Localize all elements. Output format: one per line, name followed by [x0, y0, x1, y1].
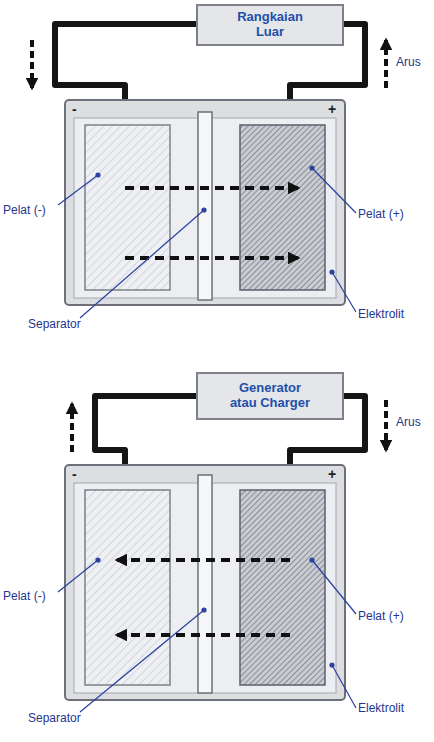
negative-plate: [85, 490, 170, 685]
part-label: Pelat (-): [3, 590, 46, 603]
separator: [198, 112, 212, 300]
part-label: Pelat (+): [358, 208, 404, 221]
terminal-sign: -: [72, 102, 77, 117]
part-label: Pelat (+): [358, 610, 404, 623]
battery-case: [65, 100, 345, 305]
part-label: Pelat (-): [3, 204, 46, 217]
battery-case: [65, 465, 345, 700]
circuit-box: Rangkaian Luar: [196, 4, 344, 46]
separator: [198, 475, 212, 693]
ion-flow-arrow: [125, 188, 298, 258]
part-label: Elektrolit: [358, 308, 404, 321]
part-label: Separator: [28, 712, 81, 725]
negative-plate: [85, 125, 170, 290]
part-label: Elektrolit: [358, 702, 404, 715]
leader-line: [58, 558, 356, 712]
terminal-sign: +: [328, 467, 336, 482]
terminal-sign: +: [328, 102, 336, 117]
ion-flow-arrow: [117, 560, 290, 635]
part-label: Arus: [396, 56, 421, 69]
positive-plate: [240, 490, 325, 685]
box-title: Generator atau Charger: [224, 381, 316, 411]
terminal-sign: -: [72, 467, 77, 482]
positive-plate: [240, 125, 325, 290]
circuit-box: Generator atau Charger: [196, 372, 344, 420]
box-title: Rangkaian Luar: [224, 10, 316, 40]
part-label: Arus: [396, 416, 421, 429]
part-label: Separator: [28, 318, 81, 331]
current-arrow: [32, 40, 386, 88]
leader-line: [58, 166, 356, 318]
